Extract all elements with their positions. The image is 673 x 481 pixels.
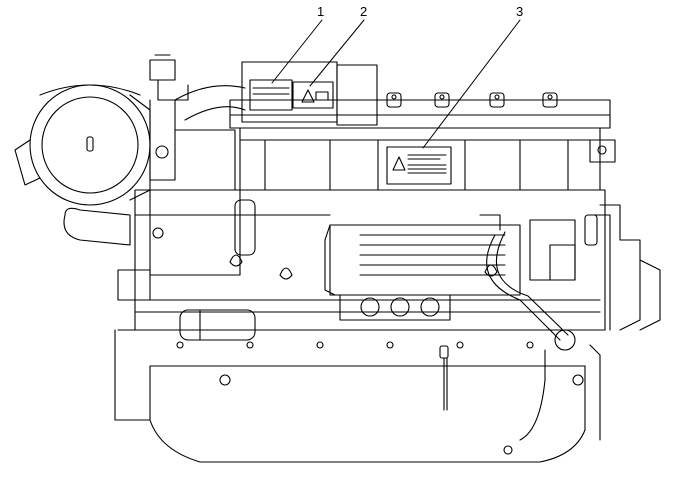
callout-1: 1 <box>317 4 324 19</box>
right-components <box>486 204 661 441</box>
exhaust-manifold <box>63 189 256 301</box>
valve-cover <box>229 92 616 191</box>
oil-line <box>519 349 546 441</box>
engine-block <box>134 189 606 349</box>
warning-decal <box>386 146 452 185</box>
oil-cooler <box>324 214 521 321</box>
block-bolts <box>176 341 534 349</box>
starter-motor <box>179 309 256 341</box>
air-cleaner <box>14 84 151 206</box>
injector-caps <box>386 92 558 108</box>
oil-pan <box>114 329 601 463</box>
turbocharger <box>149 54 246 191</box>
callout-3: 3 <box>516 4 523 19</box>
leader-lines <box>271 19 521 149</box>
head-ribs <box>264 139 569 191</box>
dipstick <box>439 345 449 411</box>
top-module <box>241 61 378 126</box>
callout-2: 2 <box>360 4 367 19</box>
